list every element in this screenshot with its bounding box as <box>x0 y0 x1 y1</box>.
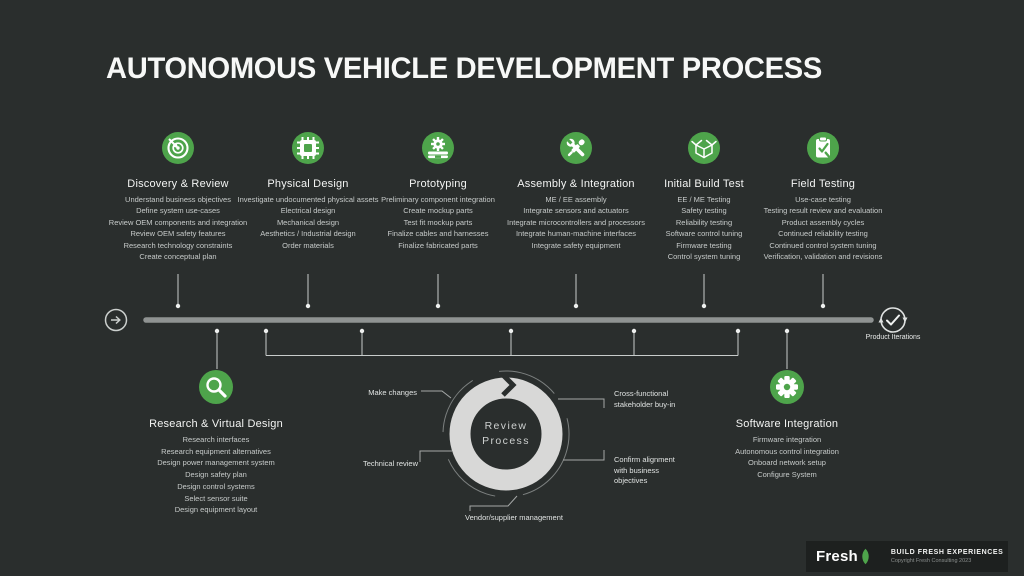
stage-item: Design control systems <box>177 481 255 491</box>
clipboard-check-icon <box>807 132 839 164</box>
chip-icon <box>292 132 324 164</box>
stage-title: Software Integration <box>735 418 839 430</box>
stage-prototyping: Prototyping Preliminary component integr… <box>353 132 523 251</box>
stage-item: Create conceptual plan <box>139 252 217 262</box>
stage-item: Firmware testing <box>676 240 732 250</box>
stage-item: Design power management system <box>157 458 275 468</box>
stage-item: Review OEM components and integration <box>108 217 248 227</box>
stage-title: Physical Design <box>267 178 349 190</box>
tools-icon <box>560 132 592 164</box>
stage-software-integration: Software Integration Firmware integratio… <box>702 370 872 481</box>
stage-item: Control system tuning <box>667 252 741 262</box>
stage-title: Research & Virtual Design <box>149 418 283 430</box>
gear-icon <box>770 370 804 404</box>
timeline-start-icon <box>104 308 128 332</box>
footer-copyright: Copyright Fresh Consulting 2023 <box>890 558 972 564</box>
stage-item: Finalize fabricated parts <box>398 240 478 250</box>
stage-item: Understand business objectives <box>125 195 231 204</box>
stage-item: Integrate microcontrollers and processor… <box>507 217 645 227</box>
stage-item: EE / ME Testing <box>677 195 731 204</box>
stage-item: Aesthetics / Industrial design <box>260 229 356 239</box>
stage-item: Test fit mockup parts <box>403 217 473 227</box>
stage-item: Design safety plan <box>185 470 247 480</box>
stage-item: Create mockup parts <box>403 206 473 216</box>
stage-item: Design equipment layout <box>174 505 258 515</box>
stage-item: Reliability testing <box>675 217 733 227</box>
stage-item: Continued control system tuning <box>769 240 877 250</box>
stage-item: Verification, validation and revisions <box>763 252 883 262</box>
stage-item: Firmware integration <box>752 435 822 444</box>
label-confirm-alignment: Confirm alignment with business objectiv… <box>614 455 675 485</box>
stage-item: Research interfaces <box>182 435 250 444</box>
stage-item: Safety testing <box>681 206 727 216</box>
brand-name: Fresh <box>816 548 858 565</box>
stage-item: Testing result review and evaluation <box>763 206 883 216</box>
stage-item: ME / EE assembly <box>545 195 607 204</box>
label-make-changes: Make changes <box>368 388 417 397</box>
stage-item: Continued reliability testing <box>778 229 868 239</box>
stage-items: Investigate undocumented physical assets… <box>223 194 393 251</box>
stage-title: Discovery & Review <box>127 178 229 190</box>
stage-item: Investigate undocumented physical assets <box>237 195 379 204</box>
stage-discovery-review: Discovery & Review Understand business o… <box>93 132 263 262</box>
label-cross-functional: Cross-functional stakeholder buy-in <box>614 389 676 409</box>
open-box-icon <box>688 132 720 164</box>
footer-tagline: BUILD FRESH EXPERIENCES <box>890 549 1004 556</box>
stage-item: Onboard network setup <box>748 458 826 468</box>
stage-title: Initial Build Test <box>664 178 744 190</box>
stage-item: Use-case testing <box>795 195 851 204</box>
product-iterations-icon <box>878 307 908 333</box>
stage-item: Finalize cables and harnesses <box>387 229 489 239</box>
fresh-logo: Fresh <box>816 548 874 565</box>
stage-item: Autonomous control integration <box>735 446 839 456</box>
stage-item: Review OEM safety features <box>130 229 226 239</box>
page-title: AUTONOMOUS VEHICLE DEVELOPMENT PROCESS <box>106 52 822 85</box>
stage-research-virtual-design: Research & Virtual Design Research inter… <box>131 370 301 516</box>
stage-item: Define system use-cases <box>136 206 220 216</box>
stage-item: Integrate human-machine interfaces <box>515 229 637 239</box>
stage-item: Order materials <box>282 240 334 250</box>
review-process-label: Review Process <box>482 420 530 447</box>
stage-title: Field Testing <box>790 178 856 190</box>
stage-item: Mechanical design <box>276 217 340 227</box>
magnifier-icon <box>199 370 233 404</box>
target-icon <box>162 132 194 164</box>
stage-item: Preliminary component integration <box>381 195 495 204</box>
label-vendor-supplier: Vendor/supplier management <box>465 513 563 522</box>
stage-item: Configure System <box>757 470 817 480</box>
product-iterations-label: Product Iterations <box>865 334 921 341</box>
leaf-icon <box>857 548 874 565</box>
stage-item: Product assembly cycles <box>781 217 865 227</box>
stage-item: Research equipment alternatives <box>161 446 271 456</box>
stage-item: Integrate sensors and actuators <box>523 206 629 216</box>
fabrication-machine-icon <box>422 132 454 164</box>
stage-title: Assembly & Integration <box>517 178 635 190</box>
stage-item: Software control tuning <box>665 229 743 239</box>
stage-item: Select sensor suite <box>184 493 248 503</box>
stage-item: Electrical design <box>280 206 336 216</box>
stage-item: Research technology constraints <box>123 240 233 250</box>
label-technical-review: Technical review <box>362 459 418 468</box>
stage-title: Prototyping <box>409 178 467 190</box>
stage-item: Integrate safety equipment <box>531 240 621 250</box>
footer-brand-bar: Fresh BUILD FRESH EXPERIENCES Copyright … <box>806 541 1008 572</box>
stage-physical-design: Physical Design Investigate undocumented… <box>223 132 393 251</box>
